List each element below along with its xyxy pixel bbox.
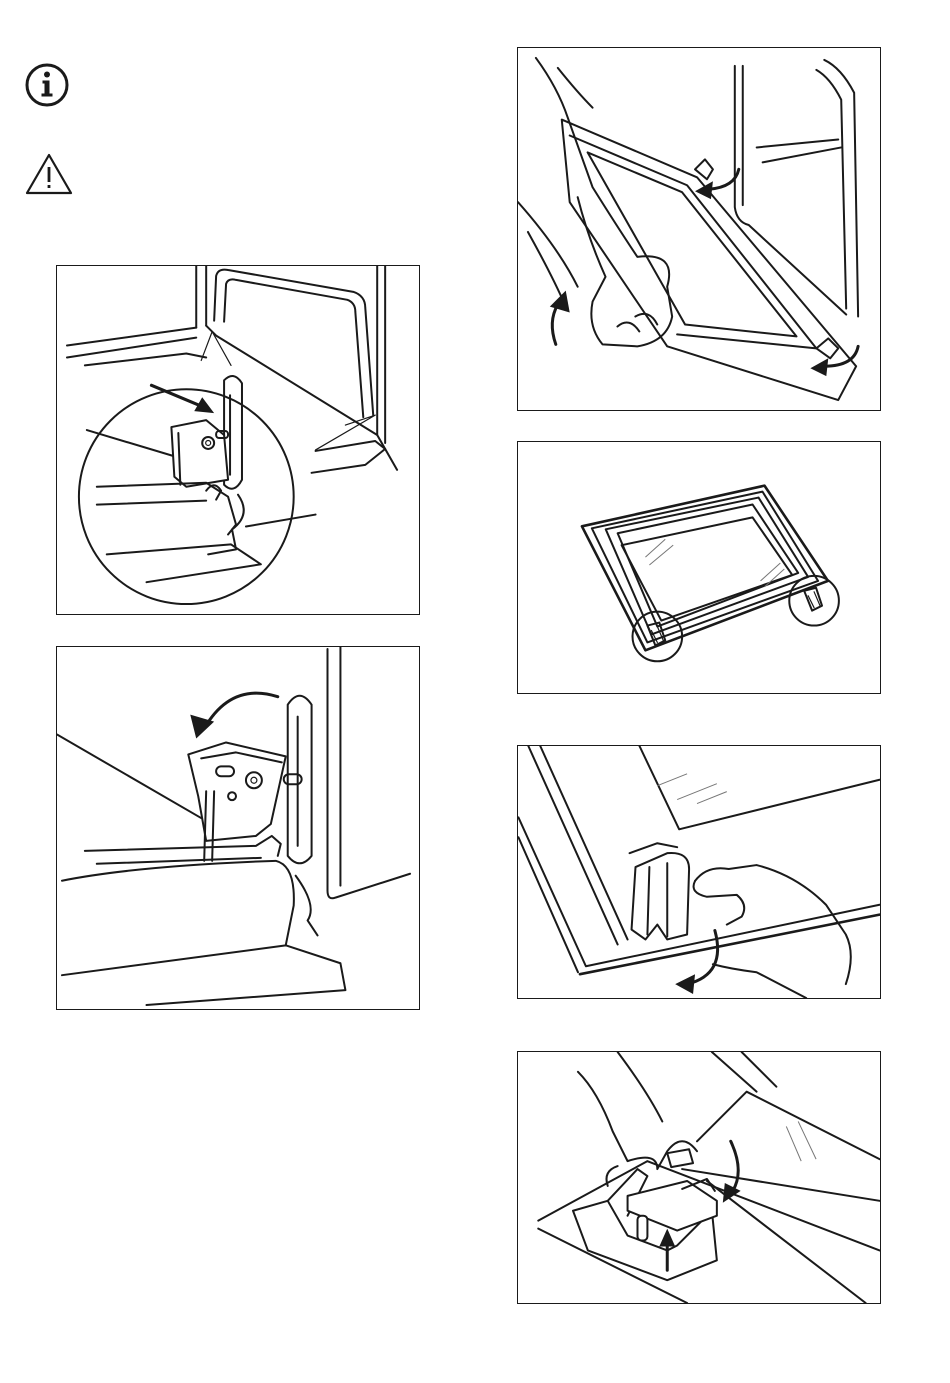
hinge-closeup-illustration xyxy=(56,265,420,615)
glass-clip-release-illustration xyxy=(517,745,881,999)
glass-clip-install-illustration xyxy=(517,1051,881,1304)
info-icon xyxy=(24,62,70,108)
hinge-lever-rotate-illustration xyxy=(56,646,420,1010)
warning-triangle-icon xyxy=(24,152,74,196)
door-removal-illustration xyxy=(517,47,881,411)
door-glass-panel-illustration xyxy=(517,441,881,694)
